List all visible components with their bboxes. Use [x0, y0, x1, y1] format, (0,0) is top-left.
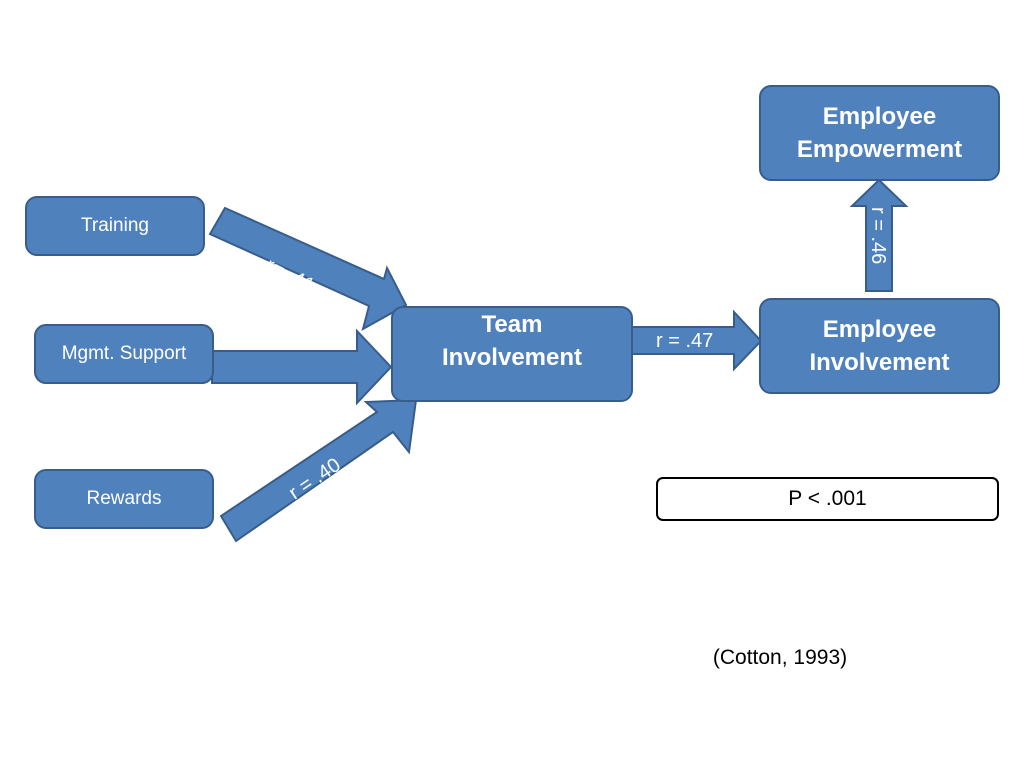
node-mgmt-support: Mgmt. Support [34, 324, 214, 384]
node-mgmt-support-label: Mgmt. Support [61, 343, 187, 364]
node-rewards: Rewards [34, 469, 214, 529]
arrow-team-to-employee [631, 309, 763, 372]
arrow-training-to-team [208, 206, 408, 332]
edge-label-team-to-employee: r = .47 [656, 330, 714, 352]
node-employee-empowerment: Employee Empowerment [759, 85, 1000, 181]
significance-text: P < .001 [788, 487, 867, 510]
citation: (Cotton, 1993) [712, 646, 848, 669]
arrow-rewards-to-team [219, 398, 418, 543]
node-team-involvement: Team Involvement [391, 306, 633, 402]
node-employee-empowerment-line1: Employee [822, 103, 937, 130]
node-team-involvement-line2: Involvement [441, 344, 583, 371]
node-employee-involvement-line2: Involvement [809, 349, 950, 376]
node-training-label: Training [81, 215, 149, 236]
arrow-involvement-to-empowerment [849, 178, 909, 292]
node-employee-involvement: Employee Involvement [759, 298, 1000, 394]
node-team-involvement-line1: Team [481, 311, 543, 338]
edge-label-involvement-to-empowerment: r = .46 [867, 207, 889, 265]
node-employee-empowerment-line2: Empowerment [796, 136, 963, 163]
node-employee-involvement-line1: Employee [822, 316, 937, 343]
node-training: Training [25, 196, 205, 256]
node-rewards-label: Rewards [86, 488, 162, 509]
arrow-mgmt-to-team [211, 328, 393, 406]
significance-box: P < .001 [656, 477, 999, 521]
